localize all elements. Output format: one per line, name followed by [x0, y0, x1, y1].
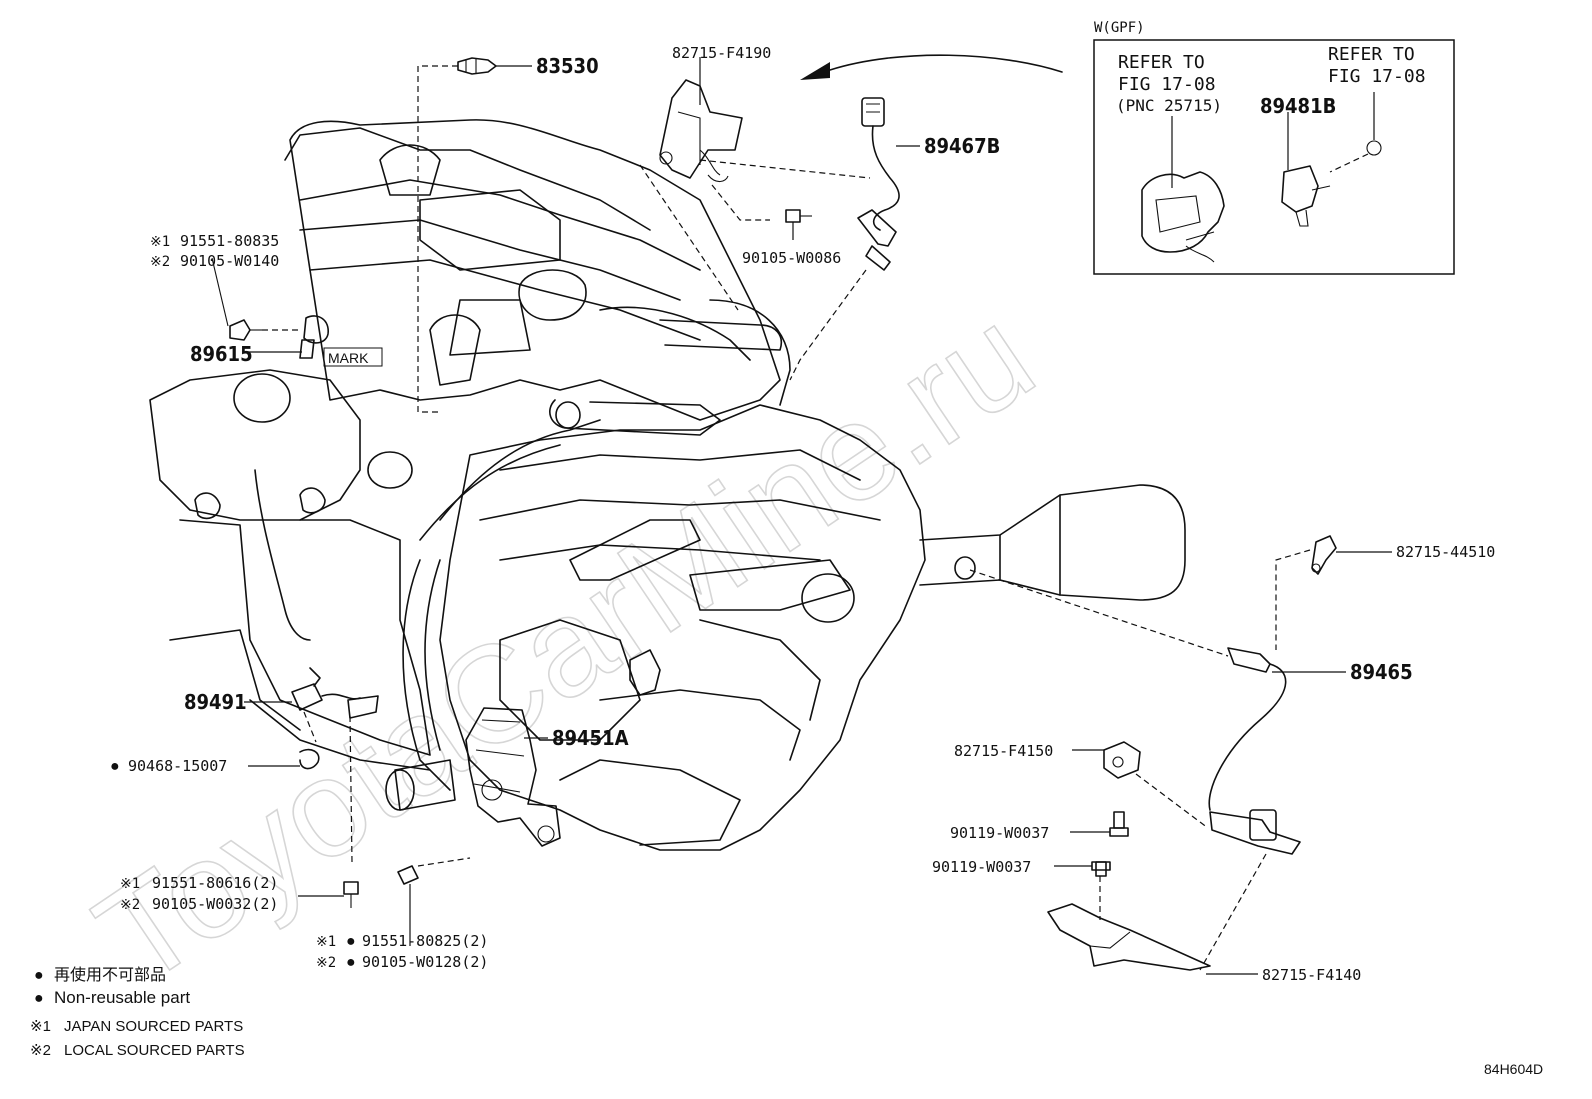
label-90105-W0128: 90105-W0128(2)	[362, 953, 488, 971]
legend-non-reusable-en: Non-reusable part	[54, 988, 190, 1007]
part-89465-sensor	[1208, 647, 1346, 855]
inset-refer-left-line1: REFER TO	[1118, 52, 1205, 73]
label-89467B: 89467B	[924, 134, 1000, 158]
part-89491-sensor	[244, 667, 379, 719]
inset-w-gpf	[1093, 39, 1455, 275]
part-89451A-switch	[465, 707, 561, 847]
part-bolt-91551-80616	[298, 881, 359, 908]
label-90119-W0037-b: 90119-W0037	[932, 858, 1031, 876]
inset-title: W(GPF)	[1094, 20, 1145, 36]
part-89615-knock-sensor	[211, 257, 383, 367]
legend-kome1: ※1	[30, 1018, 51, 1035]
label-89491: 89491	[184, 690, 247, 714]
label-90119-W0037-a: 90119-W0037	[950, 824, 1049, 842]
leader-82715-F4190	[639, 159, 871, 311]
marker-dot-15007: ●	[110, 758, 120, 775]
inset-refer-left-line2: FIG 17-08	[1118, 74, 1216, 95]
marker-kome2-W0032: ※2	[120, 897, 140, 913]
legend-kome2: ※2	[30, 1042, 51, 1059]
leader-89467B	[789, 269, 867, 381]
label-91551-80825: 91551-80825(2)	[362, 932, 488, 950]
label-82715-F4140: 82715-F4140	[1262, 966, 1361, 984]
label-89481B: 89481B	[1260, 94, 1336, 118]
part-82715-F4150-bracket	[1072, 741, 1141, 779]
part-89467B-sensor	[857, 97, 920, 271]
label-90105-W0140: 90105-W0140	[180, 252, 279, 270]
part-82715-44510-clamp	[1311, 535, 1392, 575]
figure-code: 84H604D	[1484, 1061, 1543, 1077]
marker-kome1-80616: ※1	[120, 876, 140, 892]
mark-box	[323, 347, 383, 367]
part-bolt-91551-80825	[397, 865, 419, 946]
marker-kome1-80835: ※1	[150, 234, 170, 250]
label-90105-W0086: 90105-W0086	[742, 249, 841, 267]
leader-83530	[417, 65, 458, 413]
marker-kome1-80825: ※1	[316, 934, 336, 950]
part-82715-F4190-bracket	[659, 57, 743, 183]
part-83530-switch	[457, 57, 532, 75]
label-82715-F4190: 82715-F4190	[672, 44, 771, 62]
leader-89465	[969, 569, 1229, 657]
leader-82715-44510	[1275, 549, 1311, 650]
leader-89491	[303, 711, 353, 863]
inset-refer-right-line1: REFER TO	[1328, 44, 1415, 65]
label-mark: MARK	[328, 350, 369, 366]
marker-kome2-W0140: ※2	[150, 254, 170, 270]
label-90468-15007: 90468-15007	[128, 757, 227, 775]
label-90105-W0032: 90105-W0032(2)	[152, 895, 278, 913]
label-82715-44510: 82715-44510	[1396, 543, 1495, 561]
label-82715-F4150: 82715-F4150	[954, 742, 1053, 760]
label-91551-80616: 91551-80616(2)	[152, 874, 278, 892]
marker-kome2-W0128: ※2	[316, 955, 336, 971]
part-90105-W0086-bolt	[785, 209, 812, 240]
part-90468-15007-clip	[248, 748, 320, 770]
marker-dot-W0128: ●	[346, 954, 356, 971]
leader-89451A	[417, 857, 471, 867]
leader-82715-F4150	[1135, 773, 1209, 829]
part-90119-W0037-bolt-b	[1054, 861, 1111, 920]
label-89465: 89465	[1350, 660, 1413, 684]
inset-refer-right-line2: FIG 17-08	[1328, 66, 1426, 87]
inset-refer-left-line3: (PNC 25715)	[1116, 96, 1222, 115]
engine-transaxle-illustration	[149, 119, 1186, 851]
label-89451A: 89451A	[552, 726, 629, 750]
label-89615: 89615	[190, 342, 253, 366]
legend-local-sourced: LOCAL SOURCED PARTS	[64, 1042, 245, 1059]
label-83530: 83530	[536, 54, 599, 78]
marker-dot-80825: ●	[346, 933, 356, 950]
label-91551-80835: 91551-80835	[180, 232, 279, 250]
legend-japan-sourced: JAPAN SOURCED PARTS	[64, 1018, 243, 1035]
leader-82715-F4140	[1199, 853, 1267, 971]
arrow-from-inset	[829, 54, 1063, 73]
legend-dot-jp: ●	[34, 967, 44, 984]
arrow-head	[800, 62, 830, 80]
legend-dot-en: ●	[34, 990, 44, 1007]
part-90119-W0037-bolt-a	[1070, 811, 1129, 837]
legend-non-reusable-jp: 再使用不可部品	[54, 966, 166, 984]
part-82715-F4140-bracket	[1047, 903, 1258, 975]
